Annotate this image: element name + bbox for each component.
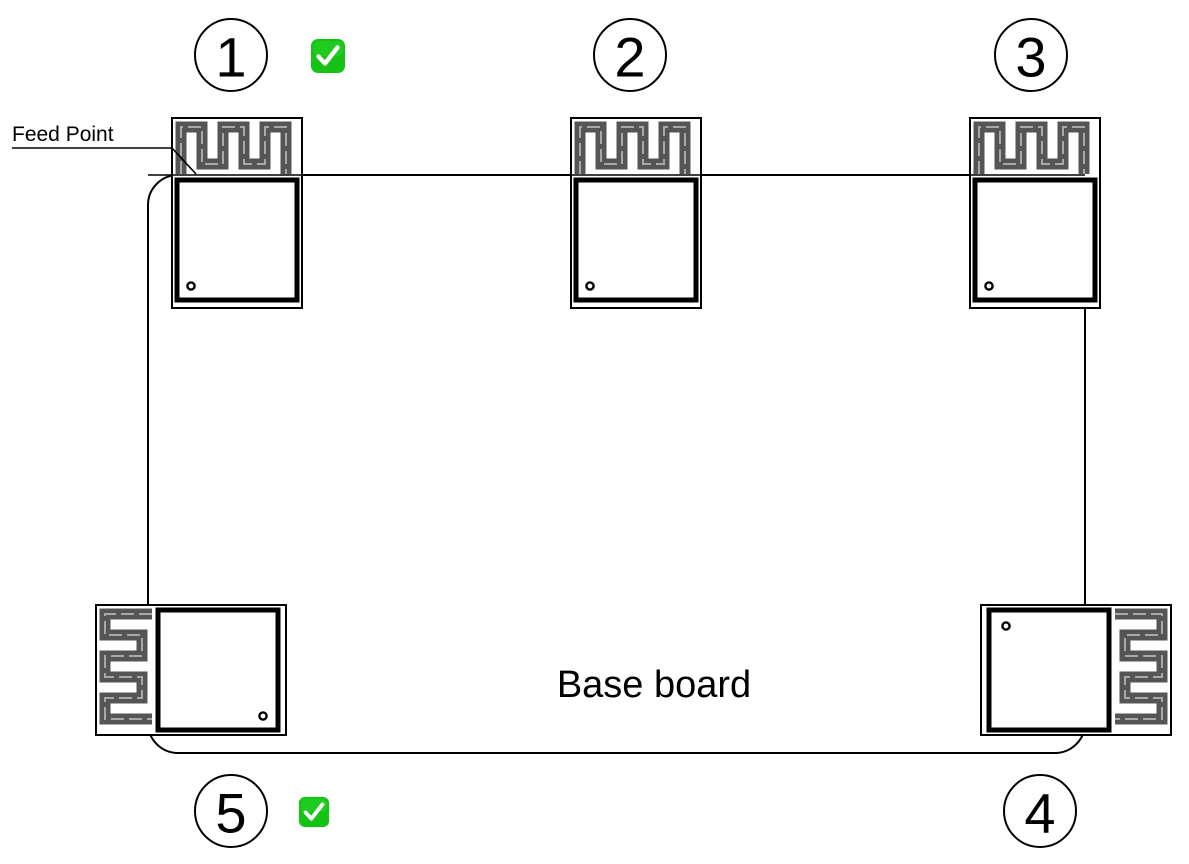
marker-5-circle (194, 774, 268, 848)
feed-point-leader-line (171, 147, 197, 175)
marker-4-circle (1003, 774, 1077, 848)
marker-2[interactable]: 2 (593, 18, 667, 92)
marker-2-number: 2 (614, 26, 645, 89)
marker-3[interactable]: 3 (994, 18, 1068, 92)
marker-2-circle (593, 18, 667, 92)
marker-5-number: 5 (215, 782, 246, 845)
marker-3-circle (994, 18, 1068, 92)
status-check-module-1[interactable] (311, 39, 345, 73)
module-5[interactable] (95, 604, 287, 736)
module-5-chip-body (155, 607, 281, 733)
marker-4[interactable]: 4 (1003, 774, 1077, 848)
module-5-pin1-dot (258, 711, 268, 721)
marker-1[interactable]: 1 (194, 18, 268, 92)
module-4[interactable] (980, 604, 1172, 736)
module-1[interactable] (171, 117, 303, 309)
module-2[interactable] (570, 117, 702, 309)
module-4-chip-body (986, 607, 1112, 733)
module-2-pin1-dot (585, 281, 595, 291)
marker-1-circle (194, 18, 268, 92)
marker-5[interactable]: 5 (194, 774, 268, 848)
feed-point-callout: Feed Point (12, 123, 197, 175)
marker-4-number: 4 (1024, 782, 1055, 845)
module-2-chip-body (573, 177, 699, 303)
module-1-pin1-dot (186, 281, 196, 291)
marker-1-number: 1 (215, 26, 246, 89)
status-check-module-5[interactable] (296, 794, 332, 830)
module-3[interactable] (969, 117, 1101, 309)
module-3-chip-body (972, 177, 1098, 303)
module-1-chip-body (174, 177, 300, 303)
module-3-pin1-dot (984, 281, 994, 291)
marker-3-number: 3 (1015, 26, 1046, 89)
module-4-pin1-dot (1001, 621, 1011, 631)
base-board-label: Base board (557, 664, 751, 706)
feed-point-label: Feed Point (12, 123, 114, 146)
